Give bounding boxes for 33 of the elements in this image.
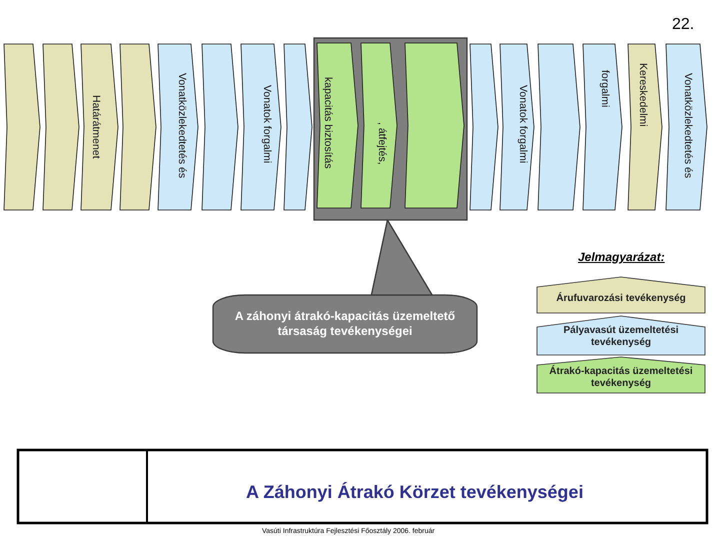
legend-title: Jelmagyarázat: [578,250,665,264]
column-label: Határátmenet [90,95,102,159]
activity-column [583,44,622,210]
column-label: Vonatok forgalmi [261,85,273,164]
activity-column [4,44,40,210]
activity-column [81,44,118,210]
legend-label: Árufuvarozási tevékenység [555,293,687,305]
callout-pointer [370,219,433,296]
activity-column [470,44,498,210]
activity-column [241,44,281,210]
column-label: Vonatközlekedtetés és [682,73,694,178]
activity-column [538,44,580,210]
page-number: 22. [672,16,694,34]
activity-column [405,43,464,208]
highlight-panel [314,38,467,220]
column-label: , átfejtés, [376,122,388,165]
activity-column [202,44,238,210]
column-label: Vonatok forgalmi [517,85,529,164]
activity-column [628,44,662,210]
activity-column [361,43,397,208]
legend-label: Pályavasút üzemeltetési tevékenység [562,325,680,349]
activity-column [500,44,534,210]
column-label: kapacitás biztosítás [322,77,334,169]
activity-column [666,44,707,210]
slide-title: A Záhonyi Átrakó Körzet tevékenységei [246,482,584,503]
legend-label: Átrakó-kapacitás üzemeltetési tevékenység [548,366,694,390]
activity-column [158,44,198,210]
column-label: Kereskedelmi [637,63,649,127]
column-label: forgalmi [599,70,611,108]
column-label: Vonatközlekedtetés és [176,73,188,178]
callout-text: A záhonyi átrakó-kapacitás üzemeltető társaság tevékenységei [234,309,456,339]
activity-column [120,44,156,210]
activity-column [43,44,79,210]
